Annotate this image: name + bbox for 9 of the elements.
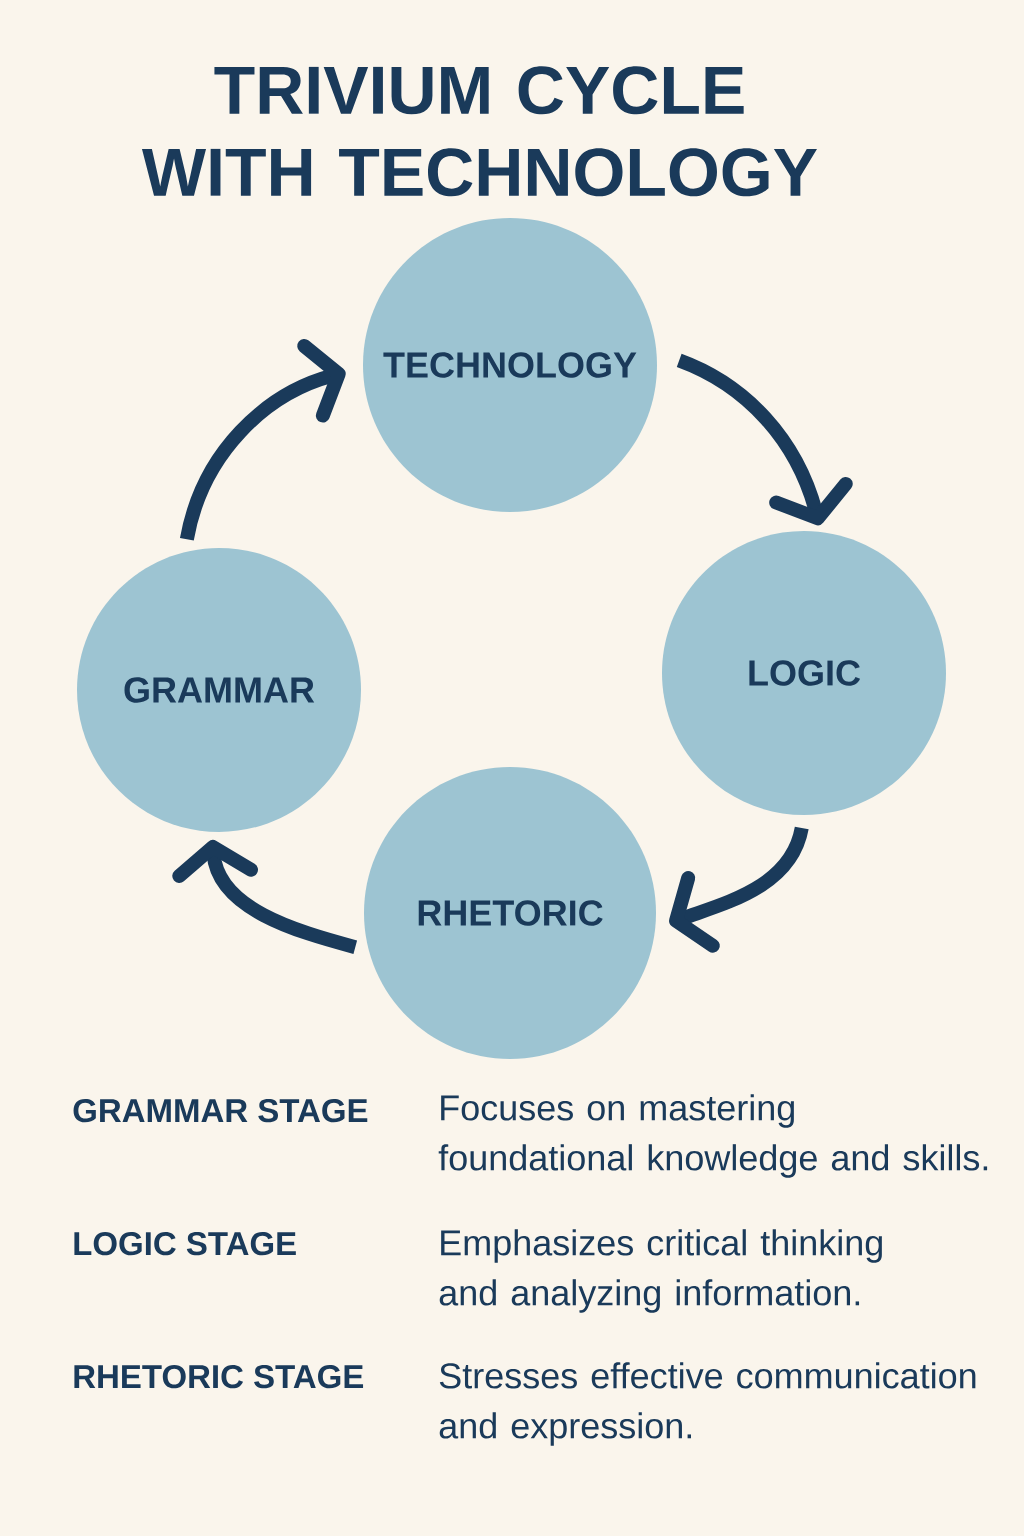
stage-description: Emphasizes critical thinking and analyzing information. xyxy=(439,1229,882,1313)
stage-description: Focuses on mastering foundational knowledge and skills. xyxy=(438,1094,988,1178)
arrow xyxy=(180,339,346,541)
arrow xyxy=(676,353,853,526)
stage-heading: LOGIC STAGE xyxy=(74,1231,296,1256)
stage-description: Stresses effective communication and expression. xyxy=(439,1362,976,1446)
title: TRIVIUM CYCLE WITH TECHNOLOGY xyxy=(142,66,817,197)
stage-heading: GRAMMAR STAGE xyxy=(73,1098,368,1123)
stage-heading: RHETORIC STAGE xyxy=(74,1364,364,1389)
